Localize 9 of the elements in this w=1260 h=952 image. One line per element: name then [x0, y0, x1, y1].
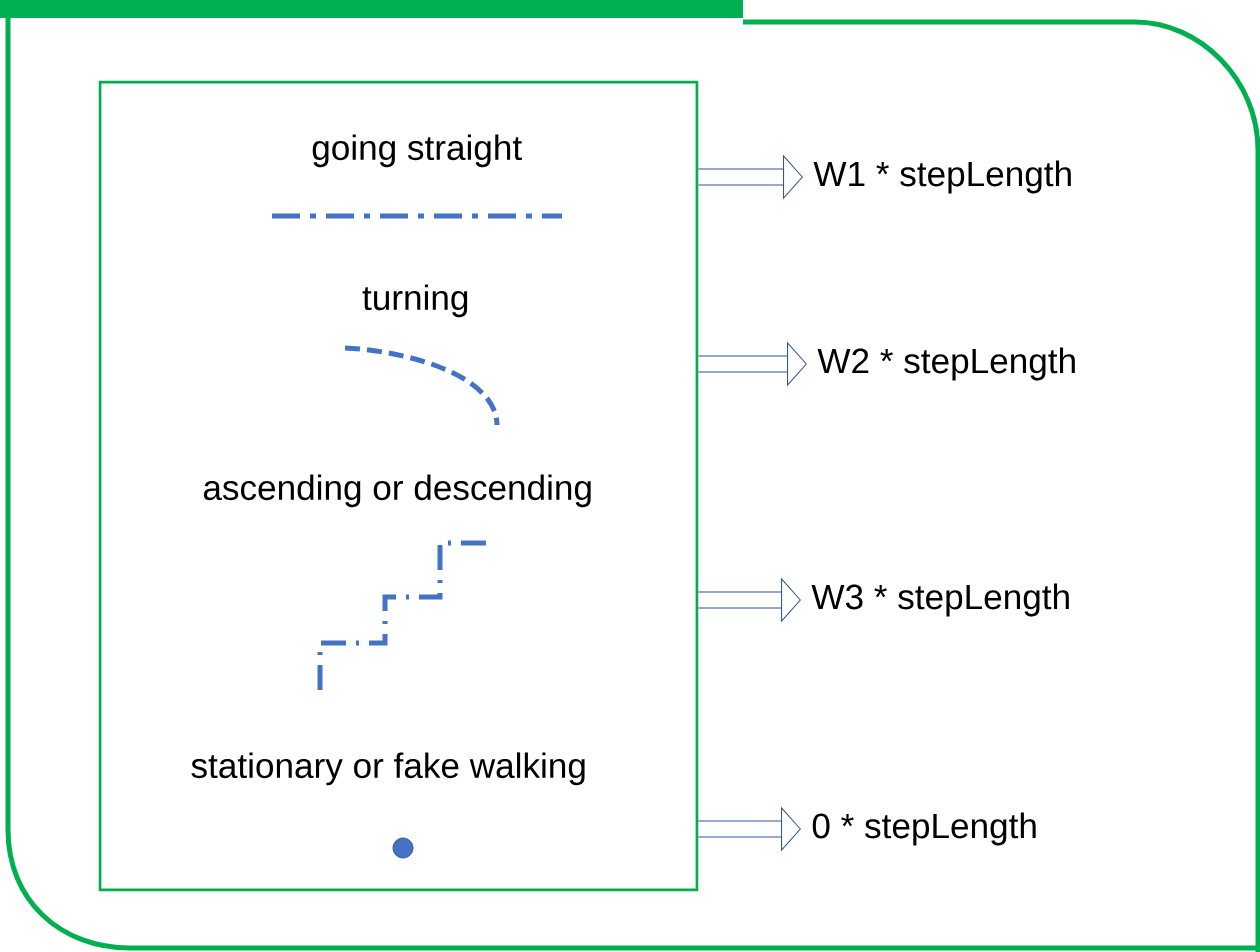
category-label: stationary or fake walking — [191, 752, 585, 786]
category-label: turning — [362, 284, 468, 318]
result-label: W1 * stepLength — [813, 160, 1071, 194]
category-box — [98, 80, 699, 892]
result-label: 0 * stepLength — [812, 812, 1036, 846]
category-label: going straight — [312, 134, 522, 168]
result-label: W2 * stepLength — [817, 347, 1075, 381]
category-label: ascending or descending — [203, 474, 591, 508]
result-label: W3 * stepLength — [811, 583, 1069, 617]
